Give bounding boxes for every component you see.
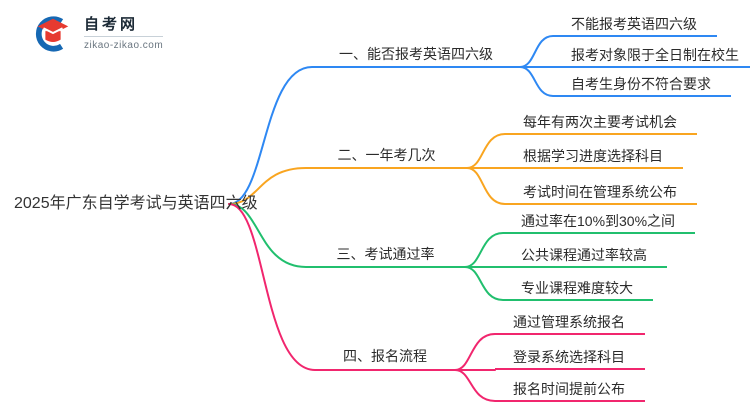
branch-3-child-2: 公共课程通过率较高 bbox=[503, 244, 667, 268]
central-topic: 2025年广东自学考试与英语四六级 bbox=[14, 195, 258, 212]
branch-4-child-1: 通过管理系统报名 bbox=[495, 311, 645, 335]
branch-1-child-2: 报考对象限于全日制在校生 bbox=[553, 44, 750, 68]
site-name: 自考网 bbox=[84, 15, 139, 33]
branch-label-1: 一、能否报考英语四六级 bbox=[339, 46, 493, 62]
branch-3-lines bbox=[228, 203, 504, 301]
branch-2-child-2: 根据学习进度选择科目 bbox=[505, 145, 683, 169]
branch-4-child-2: 登录系统选择科目 bbox=[495, 346, 645, 370]
graduation-cap-icon bbox=[35, 16, 69, 52]
branch-label-4: 四、报名流程 bbox=[343, 348, 427, 364]
branch-4-lines bbox=[228, 203, 496, 402]
branch-2-lines bbox=[228, 133, 506, 205]
site-logo: 自考网 zikao-zikao.com bbox=[31, 13, 164, 53]
logo-divider bbox=[84, 35, 164, 37]
branch-3-child-1: 通过率在10%到30%之间 bbox=[503, 210, 696, 234]
branch-1-child-1: 不能报考英语四六级 bbox=[553, 13, 717, 37]
site-url: zikao-zikao.com bbox=[84, 39, 164, 51]
branch-label-2: 二、一年考几次 bbox=[337, 147, 436, 163]
branch-1-child-3: 自考生身份不符合要求 bbox=[553, 73, 731, 97]
branch-2-child-1: 每年有两次主要考试机会 bbox=[505, 111, 697, 135]
branch-label-3: 三、考试通过率 bbox=[336, 246, 435, 262]
branch-2-child-3: 考试时间在管理系统公布 bbox=[505, 181, 697, 205]
branch-1-lines bbox=[228, 35, 554, 205]
branch-4-child-3: 报名时间提前公布 bbox=[495, 378, 645, 402]
branch-3-child-3: 专业课程难度较大 bbox=[503, 277, 653, 301]
